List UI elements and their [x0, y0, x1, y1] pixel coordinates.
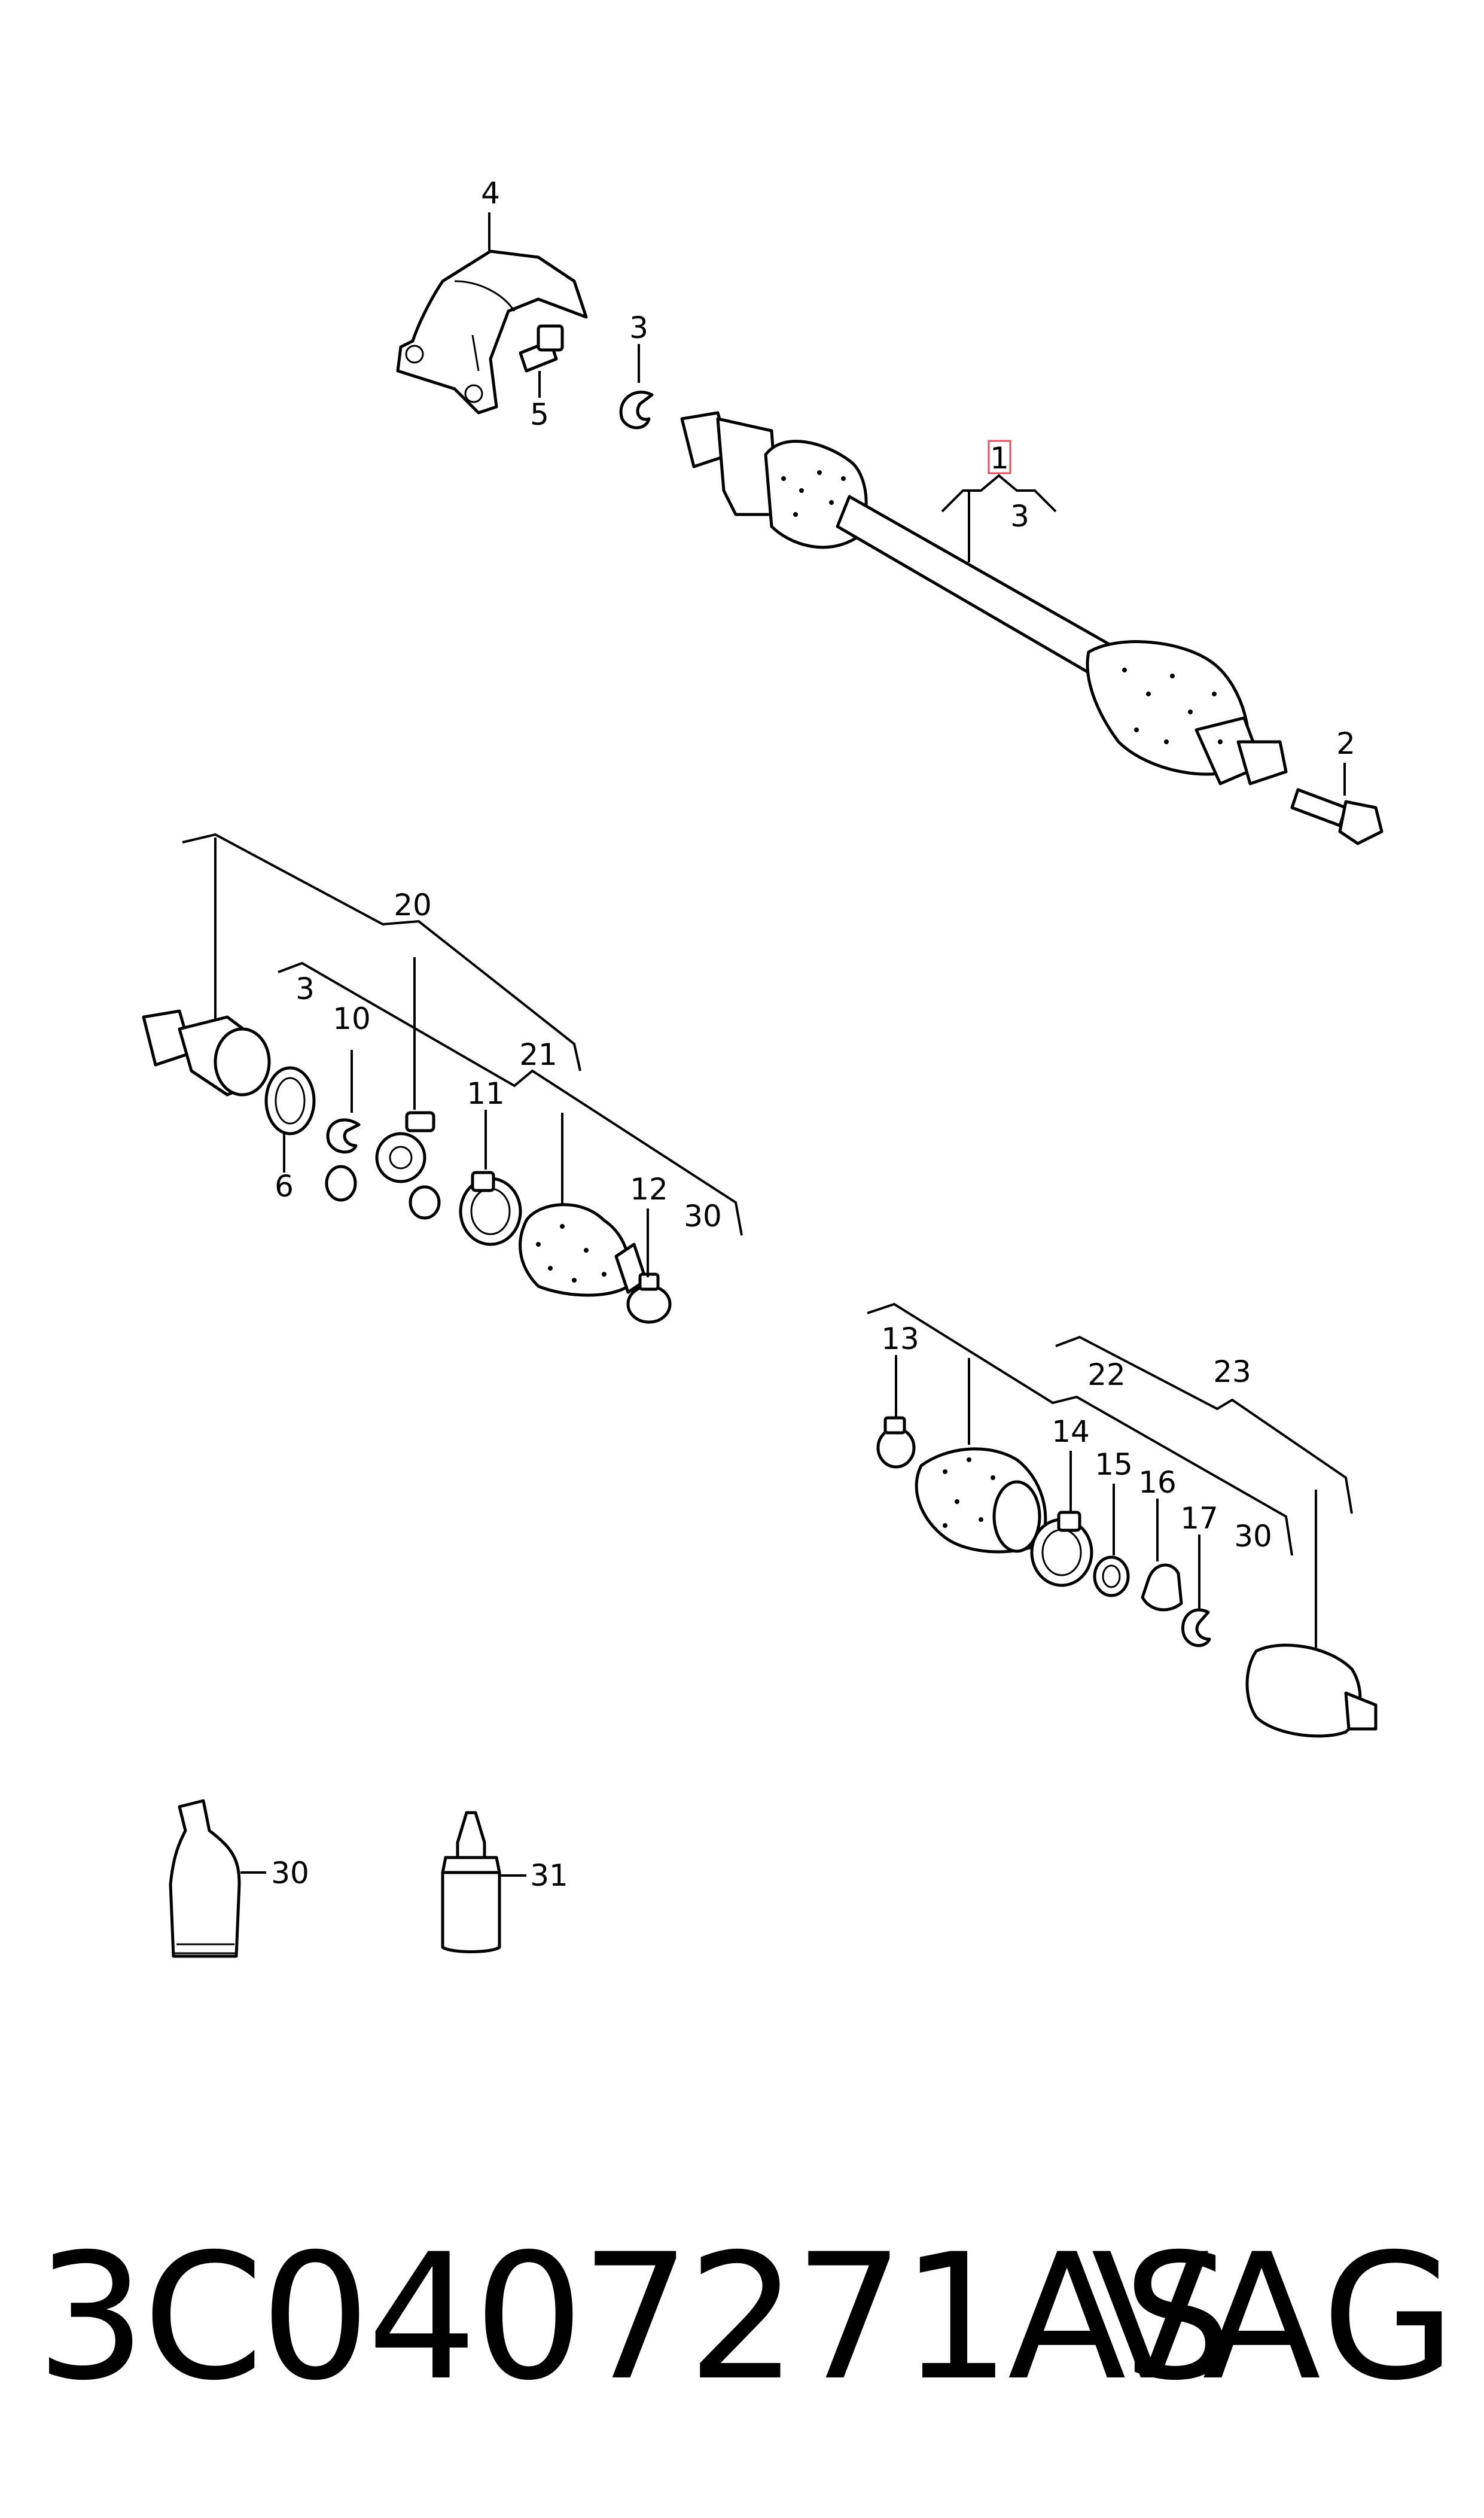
callout-20: 20 [394, 888, 432, 922]
callout-14: 14 [1052, 1414, 1090, 1449]
heat-shield-part [396, 249, 588, 415]
callout-13: 13 [881, 1322, 919, 1356]
callout-2: 2 [1336, 726, 1355, 761]
callout-6: 6 [275, 1169, 294, 1204]
callout-30: 30 [684, 1199, 722, 1234]
small-clamp-part [626, 1272, 672, 1324]
roller-part [325, 1165, 441, 1220]
footer: 3C0407271AS VAG [36, 2219, 1459, 2417]
flange-bolt-part [1290, 788, 1384, 845]
bracket-line [278, 961, 743, 1236]
circlip-part [619, 391, 654, 430]
bracket-line [182, 833, 581, 1071]
callout-4: 4 [481, 176, 500, 211]
callout-23: 23 [1213, 1354, 1251, 1389]
outer-cv-joint-part [1245, 1643, 1378, 1738]
callout-15: 15 [1095, 1447, 1133, 1482]
hose-clamp-part [1030, 1511, 1093, 1587]
callout-11: 11 [467, 1076, 505, 1111]
hex-screw-part [519, 324, 564, 373]
small-clamp-part [876, 1416, 916, 1469]
callout-30: 30 [271, 1856, 309, 1890]
callout-31: 31 [530, 1858, 568, 1893]
callout-21: 21 [519, 1037, 557, 1072]
inner-boot-part [519, 1203, 648, 1297]
circlip-part [326, 1118, 361, 1154]
callout-17: 17 [1180, 1501, 1218, 1536]
callout-3: 3 [629, 310, 648, 345]
callout-12: 12 [630, 1172, 668, 1207]
grease-tube-part [169, 1799, 241, 1958]
inner-cv-joint-part [142, 1009, 271, 1097]
callout-30: 30 [1234, 1519, 1272, 1554]
outer-boot-part [915, 1447, 1047, 1554]
callout-3: 3 [295, 972, 315, 1006]
callout-3: 3 [1010, 499, 1029, 534]
callout-5: 5 [530, 397, 549, 432]
drive-shaft-assembly [680, 411, 1288, 785]
circlip-part [1181, 1608, 1211, 1648]
bracket-line [867, 1302, 1293, 1556]
bracket-line [941, 474, 1057, 513]
highlight-box [988, 440, 1011, 474]
brand-name: VAG [1091, 2217, 1459, 2419]
callout-16: 16 [1138, 1465, 1177, 1500]
gasket-part [264, 1066, 316, 1135]
hose-clamp-part [459, 1171, 522, 1246]
part-number: 3C0407271AS [36, 2217, 1233, 2419]
callout-22: 22 [1087, 1357, 1126, 1392]
thrust-washer-part [1093, 1555, 1130, 1597]
dished-washer-part [1141, 1563, 1183, 1612]
callout-10: 10 [333, 1001, 371, 1036]
sealant-bottle-part [441, 1811, 501, 1953]
tripod-roller-part [375, 1111, 435, 1183]
callout-1: 1 [990, 441, 1009, 476]
bracket-line [1055, 1335, 1353, 1514]
